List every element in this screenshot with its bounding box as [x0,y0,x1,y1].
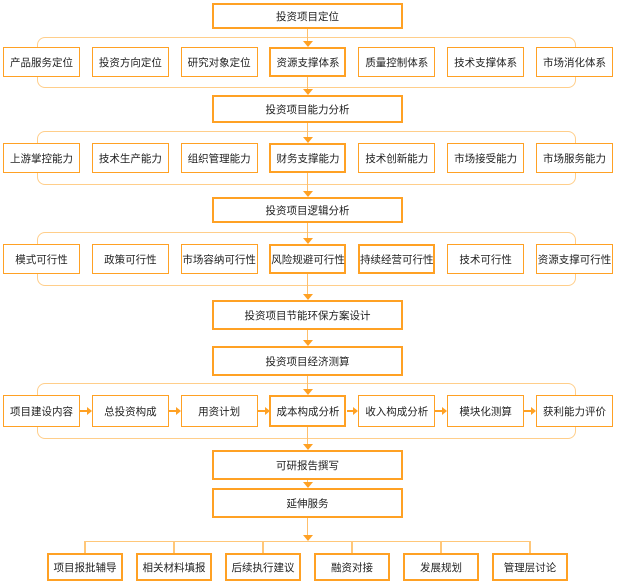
node-tech-production: 技术生产能力 [91,143,169,173]
node-policy-feasibility: 政策可行性 [91,244,169,274]
node-profitability-eval: 获利能力评价 [535,395,613,427]
node-logic-analysis: 投资项目逻辑分析 [212,197,403,223]
node-financing-matching: 融资对接 [314,553,390,581]
node-market-acceptance: 市场接受能力 [447,143,525,173]
node-development-planning: 发展规划 [403,553,479,581]
row-capability: 上游掌控能力 技术生产能力 组织管理能力 财务支撑能力 技术创新能力 市场接受能… [3,143,613,173]
node-approval-coaching: 项目报批辅导 [47,553,123,581]
node-construction-content: 项目建设内容 [3,395,80,427]
node-economic-calculation: 投资项目经济测算 [212,346,403,376]
node-income-structure: 收入构成分析 [358,395,436,427]
node-extended-services: 延伸服务 [212,488,403,518]
node-fund-usage-plan: 用资计划 [180,395,258,427]
node-modular-calculation: 模块化测算 [447,395,525,427]
node-management-discussion: 管理层讨论 [492,553,568,581]
node-going-concern-feasibility: 持续经营可行性 [358,244,436,274]
row-feasibility: 模式可行性 政策可行性 市场容纳可行性 风险规避可行性 持续经营可行性 技术可行… [3,244,613,274]
node-upstream-control: 上游掌控能力 [3,143,80,173]
node-project-positioning: 投资项目定位 [212,3,403,29]
node-total-investment: 总投资构成 [91,395,169,427]
node-market-capacity-feasibility: 市场容纳可行性 [180,244,258,274]
node-risk-avoidance-feasibility: 风险规避可行性 [269,244,347,274]
node-feasibility-report: 可研报告撰写 [212,450,403,480]
node-org-management: 组织管理能力 [180,143,258,173]
row-economic: 项目建设内容 总投资构成 用资计划 成本构成分析 收入构成分析 模块化测算 获利… [3,395,613,427]
node-tech-innovation: 技术创新能力 [358,143,436,173]
node-quality-control-system: 质量控制体系 [358,47,436,77]
node-eco-design: 投资项目节能环保方案设计 [212,300,403,330]
row-extended: 项目报批辅导 相关材料填报 后续执行建议 融资对接 发展规划 管理层讨论 [47,553,568,581]
node-technical-feasibility: 技术可行性 [447,244,525,274]
node-financial-support: 财务支撑能力 [269,143,347,173]
node-investment-direction: 投资方向定位 [91,47,169,77]
node-resource-support-system: 资源支撑体系 [269,47,347,77]
node-market-service: 市场服务能力 [535,143,613,173]
node-product-service-positioning: 产品服务定位 [3,47,80,77]
node-material-filing: 相关材料填报 [136,553,212,581]
node-research-object: 研究对象定位 [180,47,258,77]
row-positioning: 产品服务定位 投资方向定位 研究对象定位 资源支撑体系 质量控制体系 技术支撑体… [3,47,613,77]
node-market-absorption-system: 市场消化体系 [535,47,613,77]
node-tech-support-system: 技术支撑体系 [447,47,525,77]
node-followup-advice: 后续执行建议 [225,553,301,581]
node-model-feasibility: 模式可行性 [3,244,80,274]
node-capability-analysis: 投资项目能力分析 [212,95,403,123]
node-cost-structure: 成本构成分析 [269,395,347,427]
node-resource-support-feasibility: 资源支撑可行性 [535,244,613,274]
